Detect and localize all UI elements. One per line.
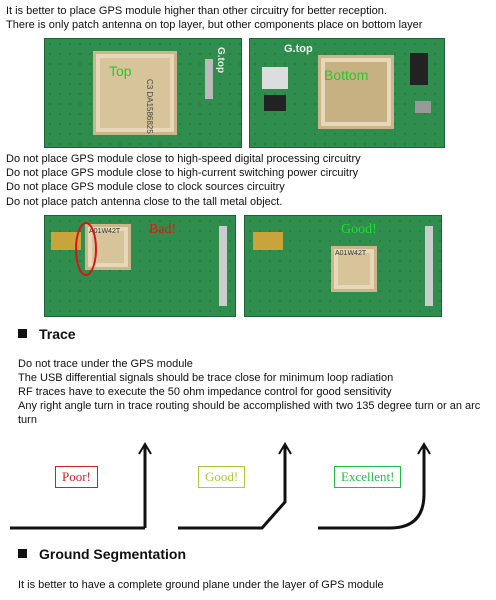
antenna-marking: C3 DA1586825 <box>145 79 154 134</box>
antenna-code-good: A01W42T <box>335 250 367 257</box>
sma-connector <box>51 232 81 250</box>
good-example-label: Good! <box>198 466 246 488</box>
rule-4: Do not place patch antenna close to the … <box>6 196 283 208</box>
header-pins <box>410 53 428 85</box>
rule-3: Do not place GPS module close to clock s… <box>6 181 285 193</box>
brand-mark-top: G.top <box>215 47 226 74</box>
trace-item-3: RF traces have to execute the 50 ohm imp… <box>18 386 392 398</box>
trace-diagrams <box>10 442 431 530</box>
good-label: Good! <box>341 222 377 237</box>
warning-circle <box>75 222 97 276</box>
trace-heading: Trace <box>18 326 76 342</box>
sma-connector <box>253 232 283 250</box>
component-ic <box>264 95 286 111</box>
gps-shield <box>318 55 394 129</box>
trace-item-5: turn <box>18 414 37 426</box>
component-chip <box>262 67 288 89</box>
excellent-trace <box>318 442 431 530</box>
excellent-example-label: Excellent! <box>334 466 402 488</box>
connector-pins <box>205 59 213 99</box>
trace-item-4: Any right angle turn in trace routing sh… <box>18 400 481 412</box>
bullet-square-icon <box>18 549 27 558</box>
brand-mark-bottom: G.top <box>284 43 313 55</box>
bottom-label: Bottom <box>324 67 369 83</box>
rule-1: Do not place GPS module close to high-sp… <box>6 153 361 165</box>
intro-line-2: There is only patch antenna on top layer… <box>6 19 423 31</box>
photo-bad-placement: A01W42T Bad! <box>44 215 236 317</box>
ground-heading-text: Ground Segmentation <box>39 546 186 562</box>
patch-antenna <box>93 51 177 135</box>
photo-bottom-layer: G.top Bottom <box>249 38 445 148</box>
bullet-square-icon <box>18 329 27 338</box>
rule-2: Do not place GPS module close to high-cu… <box>6 167 359 179</box>
antenna-code-bad: A01W42T <box>89 228 121 235</box>
trace-heading-text: Trace <box>39 326 76 342</box>
edge-pins <box>425 226 433 306</box>
poor-trace <box>10 442 152 530</box>
photo-good-placement: A01W42T Good! <box>244 215 442 317</box>
edge-pins <box>219 226 227 306</box>
usb-connector <box>415 101 431 113</box>
ground-heading: Ground Segmentation <box>18 546 186 562</box>
trace-item-1: Do not trace under the GPS module <box>18 358 193 370</box>
intro-line-1: It is better to place GPS module higher … <box>6 5 387 17</box>
bad-label: Bad! <box>149 222 177 237</box>
poor-example-label: Poor! <box>55 466 98 488</box>
top-label: Top <box>109 63 132 79</box>
trace-item-2: The USB differential signals should be t… <box>18 372 394 384</box>
photo-top-layer: Top C3 DA1586825 G.top <box>44 38 242 148</box>
ground-text: It is better to have a complete ground p… <box>18 579 384 591</box>
good-trace <box>178 442 292 530</box>
patch-antenna-good <box>331 246 377 292</box>
